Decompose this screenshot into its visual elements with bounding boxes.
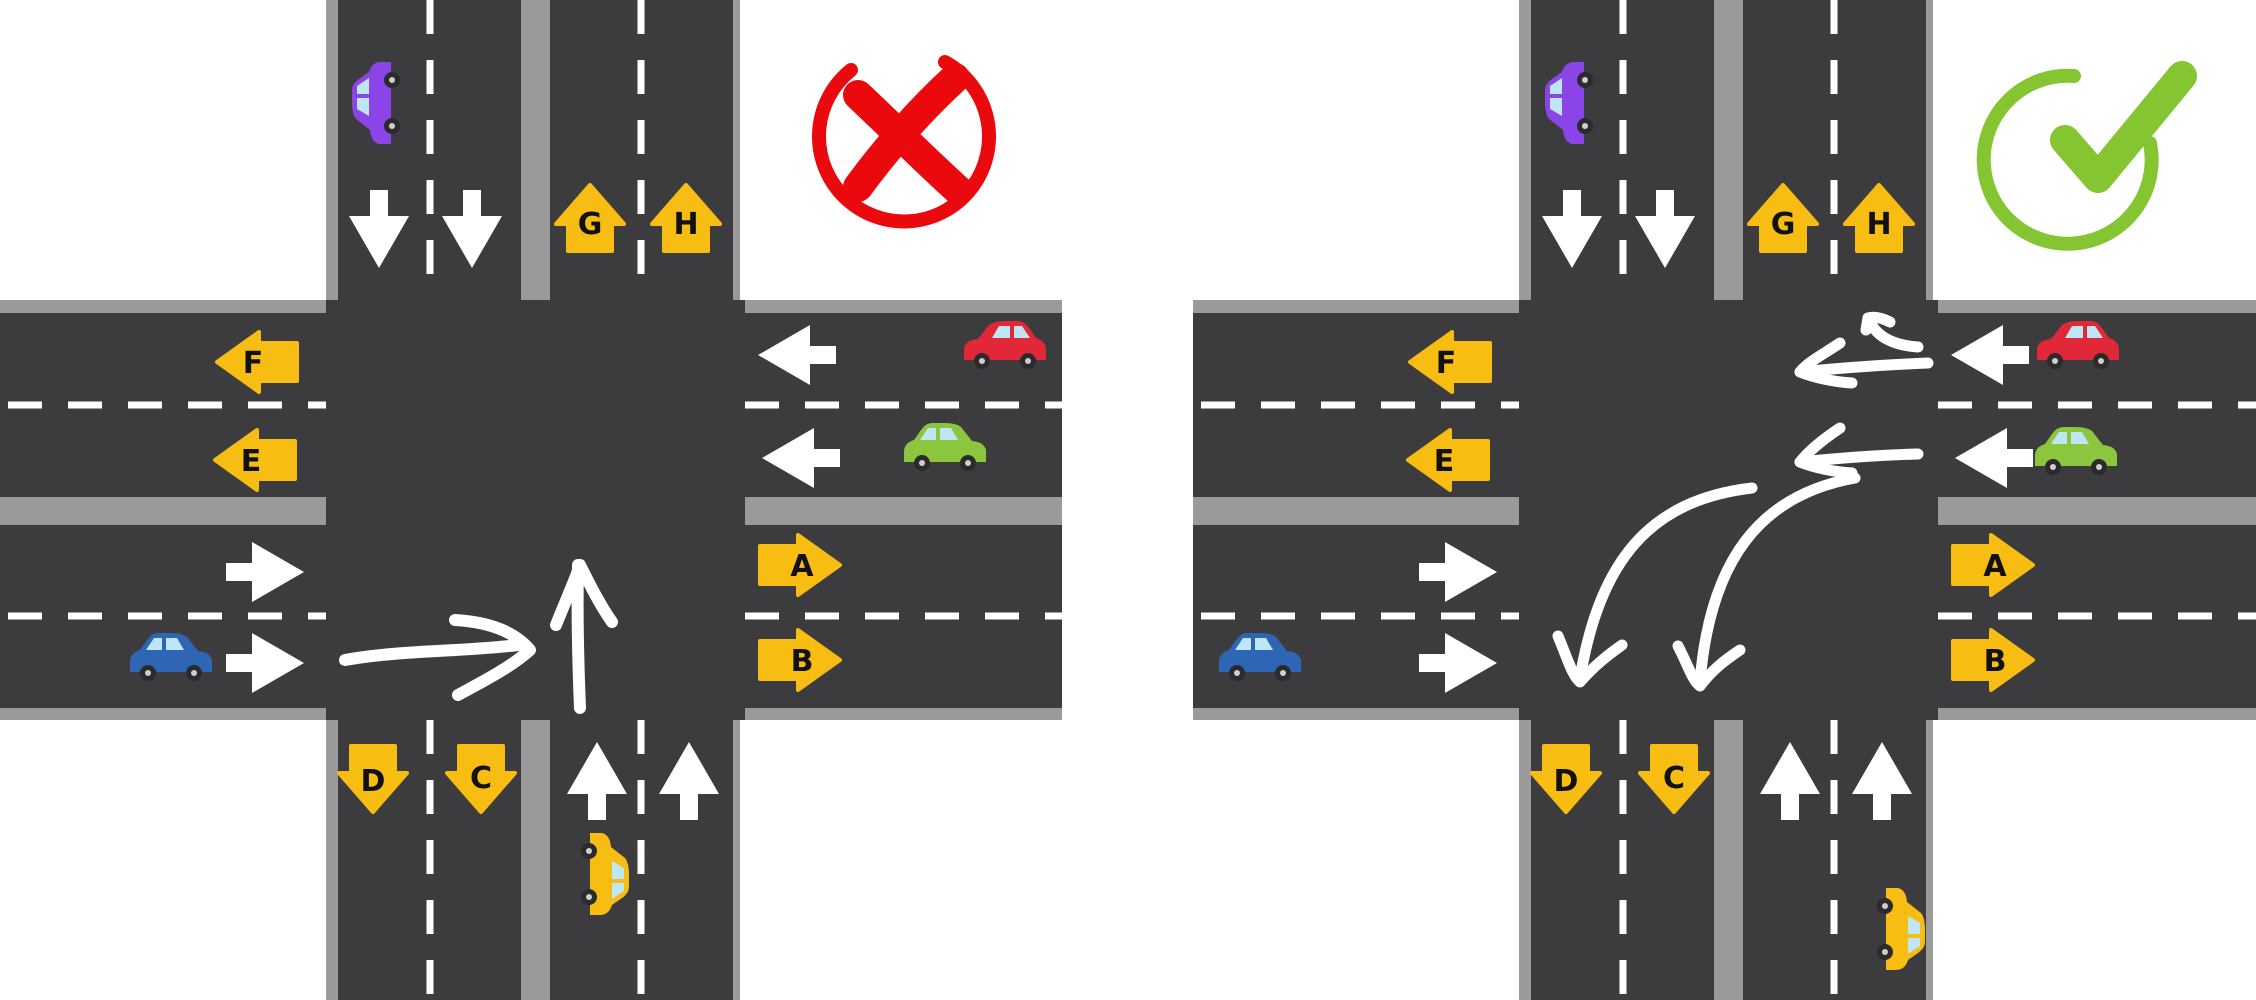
straight-west-arrow [1794, 357, 1934, 378]
lane-label-c: C [445, 744, 517, 814]
straight-west-arrowhead [1794, 422, 1858, 479]
check-circle-icon [1976, 61, 2197, 251]
straight-east-arrowhead [449, 614, 536, 701]
svg-text:D: D [1554, 764, 1579, 799]
straight-north-arrowhead [550, 559, 618, 631]
svg-text:B: B [1984, 644, 2007, 679]
lane-label-b: B [758, 628, 842, 692]
lane-dashes [8, 0, 1062, 1000]
svg-text:G: G [578, 207, 603, 242]
left-turn-arrowhead [1672, 640, 1746, 692]
lane-label-h: H [1843, 183, 1915, 253]
lane-label-g: G [1747, 183, 1819, 253]
lane-label-d: D [1530, 744, 1602, 814]
svg-text:C: C [470, 761, 492, 796]
svg-text:D: D [361, 764, 386, 799]
lane-label-b: B [1951, 628, 2035, 692]
lane-label-a: A [758, 533, 842, 597]
panel-wrong: G H F E A B D C [0, 0, 1062, 1000]
lane-label-f: F [1408, 330, 1492, 394]
svg-text:E: E [1434, 444, 1455, 479]
left-turn-arrow [1574, 482, 1758, 684]
svg-text:G: G [1771, 207, 1796, 242]
lane-label-f: F [215, 330, 299, 394]
svg-text:A: A [1983, 549, 2007, 584]
left-turn-arrow [1694, 472, 1861, 688]
lane-label-e: E [1406, 428, 1490, 492]
svg-text:H: H [1866, 207, 1891, 242]
svg-text:E: E [241, 444, 262, 479]
lane-label-c: C [1638, 744, 1710, 814]
lane-label-e: E [213, 428, 297, 492]
svg-text:C: C [1663, 761, 1685, 796]
svg-text:F: F [243, 346, 264, 381]
svg-text:A: A [790, 549, 814, 584]
u-turn-arrowhead [1860, 311, 1896, 336]
straight-west-arrowhead [1794, 337, 1858, 389]
lane-dashes [1201, 0, 2256, 1000]
lane-label-h: H [650, 183, 722, 253]
svg-text:H: H [673, 207, 698, 242]
left-turn-arrowhead [1552, 630, 1628, 688]
straight-east-arrow [339, 639, 524, 666]
cross-circle-icon [812, 55, 996, 229]
svg-text:B: B [791, 644, 814, 679]
svg-text:F: F [1436, 346, 1457, 381]
lane-label-a: A [1951, 533, 2035, 597]
lane-label-g: G [554, 183, 626, 253]
lane-label-d: D [337, 744, 409, 814]
panel-correct: G H F E A B D C [1193, 0, 2256, 1000]
